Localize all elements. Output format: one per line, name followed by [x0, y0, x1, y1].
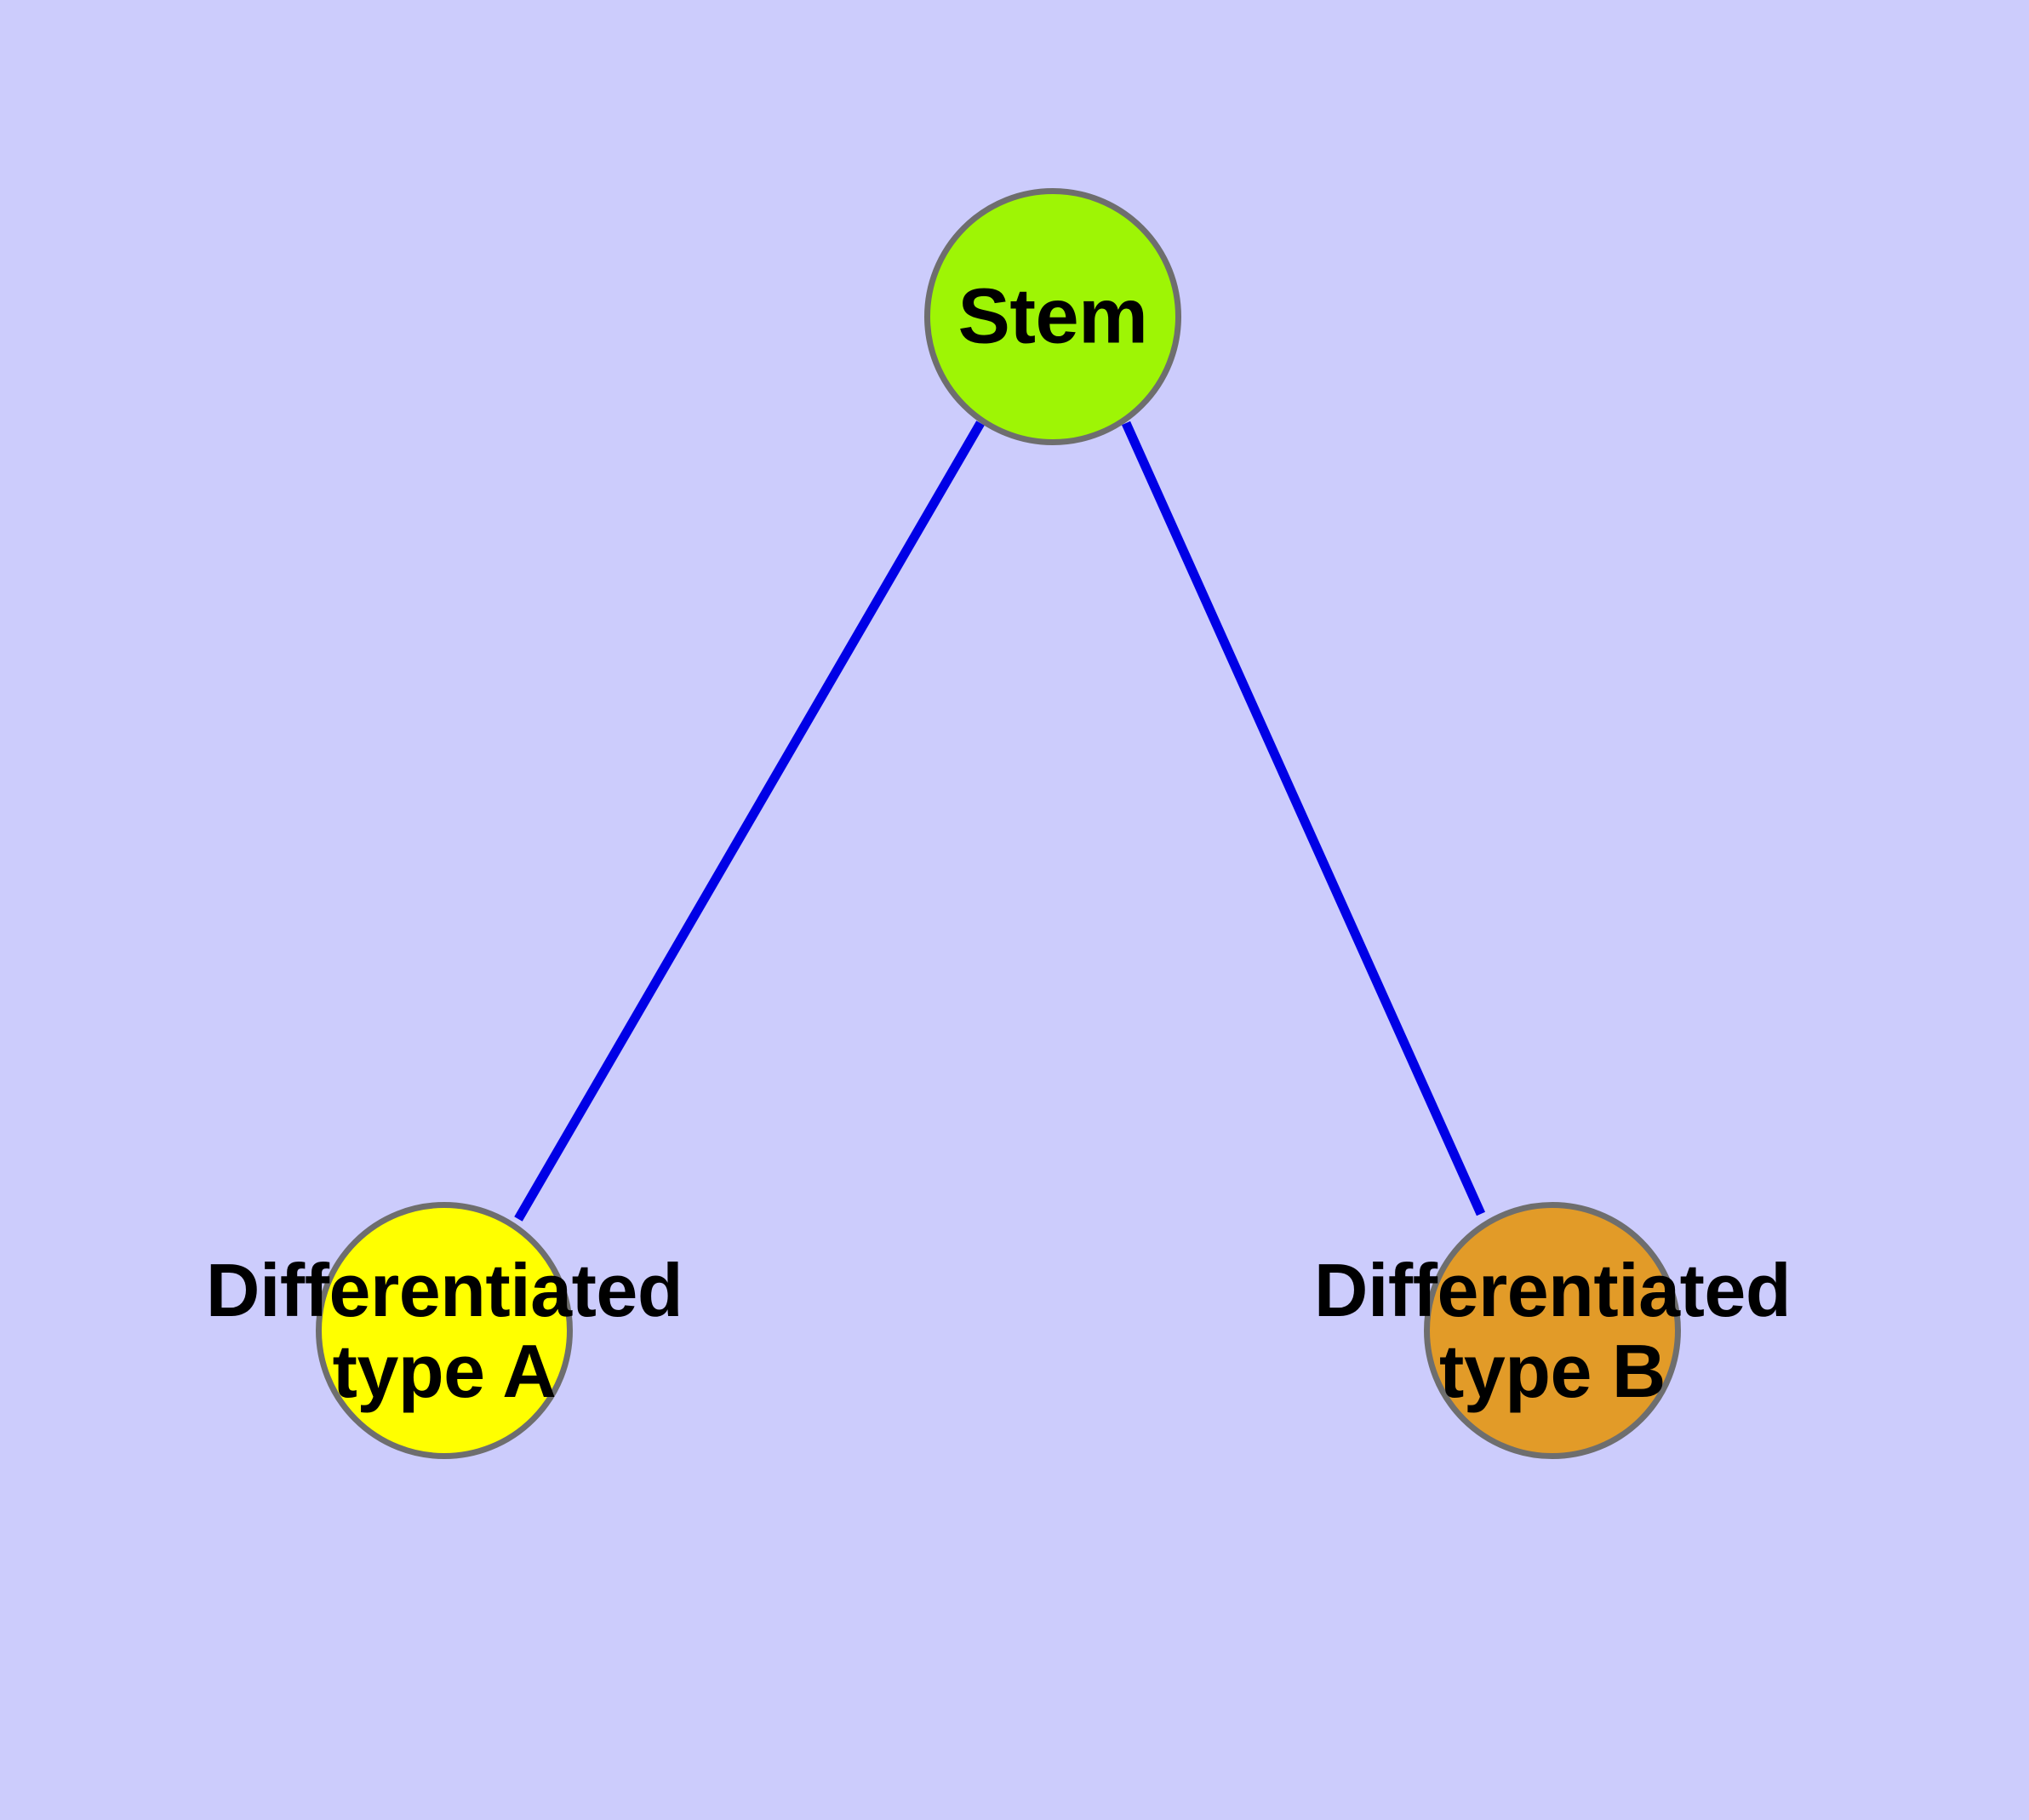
node-stem[interactable]: Stem — [924, 188, 1181, 445]
edge-stem-to-diff-a[interactable] — [514, 421, 985, 1222]
node-differentiated-type-b[interactable]: Differentiated type B — [1314, 1202, 1792, 1459]
node-stem-circle[interactable] — [924, 188, 1181, 445]
node-differentiated-type-a[interactable]: Differentiated type A — [206, 1202, 683, 1459]
edge-stem-to-diff-b[interactable] — [1121, 421, 1486, 1216]
node-differentiated-type-b-circle[interactable] — [1424, 1202, 1681, 1459]
node-differentiated-type-a-circle[interactable] — [316, 1202, 573, 1459]
